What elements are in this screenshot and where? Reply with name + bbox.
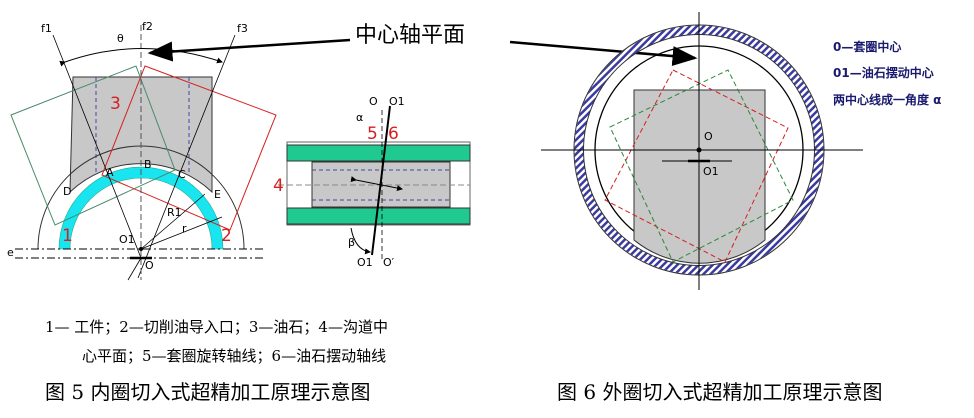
legend-swing-center: 01—油石摆动中心 (833, 66, 934, 80)
callout-arrow-left (147, 38, 351, 62)
label-R1: R1 (167, 206, 182, 219)
green-dashed-outline (609, 69, 794, 263)
label-alpha: α (356, 111, 364, 124)
label-O1: O1 (119, 233, 135, 246)
callout-label-central-axis-plane: 中心轴平面 (355, 23, 466, 48)
label-1-workpiece: 1 (62, 226, 73, 246)
fig6-caption: 图 6 外圈切入式超精加工原理示意图 (557, 380, 883, 404)
label-6-swing-axis: 6 (388, 124, 399, 144)
label-beta: β (348, 236, 356, 249)
label-A: A (106, 166, 114, 179)
label-E: E (214, 188, 221, 201)
ring-upper (286, 144, 471, 162)
label-2-oil-inlet: 2 (221, 226, 232, 246)
label-O1-top: O1 (389, 95, 405, 108)
label-5-rotation-axis: 5 (367, 124, 378, 144)
green-oilstone-outline (10, 65, 176, 226)
label-O: O (145, 259, 154, 272)
label-O-prime: O′ (383, 256, 395, 269)
fig5-note-line2: 心平面；5—套圈旋转轴线；6—油石摆动轴线 (82, 347, 387, 365)
callout-arrow-right (509, 40, 698, 67)
label-D: D (63, 185, 72, 198)
label-O1-bottom: O1 (357, 256, 373, 269)
label-f2: f2 (142, 20, 153, 33)
red-dashed-outline (604, 69, 789, 263)
fig5-caption: 图 5 内圈切入式超精加工原理示意图 (45, 380, 371, 404)
legend-ring-center: 0—套圈中心 (833, 40, 902, 54)
fig5-inner-ring-diagram (10, 25, 277, 281)
label-e: e (7, 246, 14, 259)
legend-angle: 两中心线成一角度 α (833, 93, 942, 107)
label-C: C (178, 168, 186, 181)
fig5-note-line1: 1— 工件；2—切削油导入口；3—油石；4—沟道中 (45, 318, 388, 336)
label-theta: θ (117, 32, 124, 45)
red-oilstone-outline (101, 65, 277, 231)
label-3-oilstone: 3 (110, 94, 121, 114)
workpiece-arc (58, 166, 224, 250)
label-r: r (182, 222, 187, 235)
label-f1: f1 (41, 22, 52, 35)
fig5-section-diagram (278, 105, 471, 260)
label-f3: f3 (237, 22, 248, 35)
label-O1-swing: O1 (703, 165, 719, 178)
label-B: B (144, 158, 152, 171)
label-4-groove-plane: 4 (273, 176, 284, 196)
ring-lower (286, 207, 471, 225)
label-O-top: O (369, 95, 378, 108)
label-O-center: O (704, 130, 713, 143)
fig6-outer-ring-diagram (541, 12, 863, 290)
